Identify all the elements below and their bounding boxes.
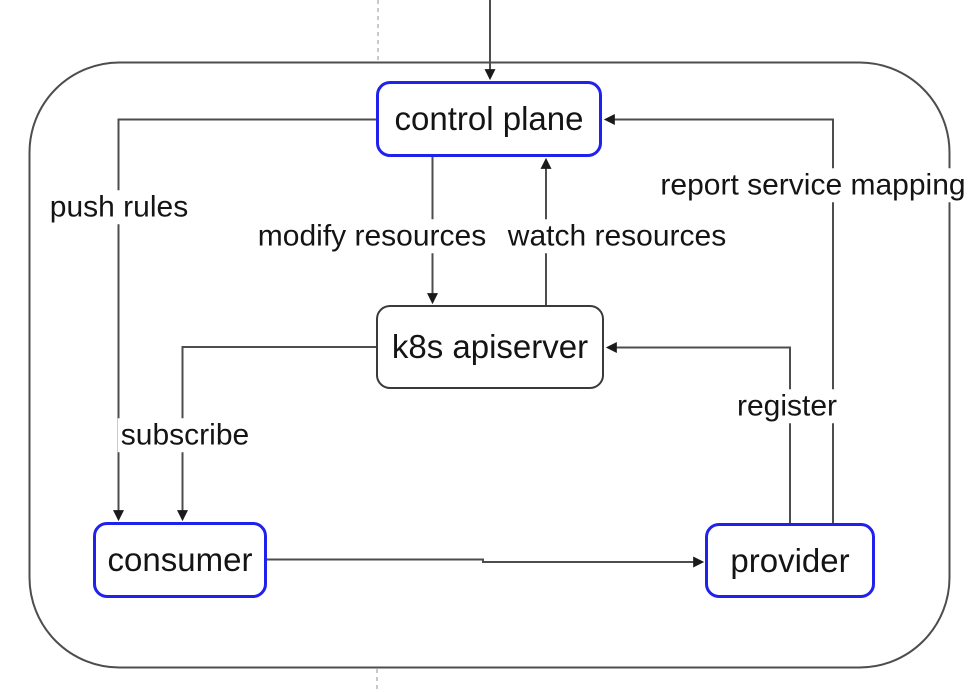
edge-label-modify-resources: modify resources xyxy=(254,219,490,253)
node-provider: provider xyxy=(705,523,875,598)
node-k8s-apiserver: k8s apiserver xyxy=(376,305,604,389)
edge-subscribe xyxy=(177,346,376,522)
edge-push-rules xyxy=(113,118,376,522)
node-consumer: consumer xyxy=(93,522,267,598)
edge-report-service-mapping xyxy=(603,114,834,523)
edge-label-watch-resources: watch resources xyxy=(504,219,730,253)
node-control-plane: control plane xyxy=(376,81,602,157)
edge-consumer-to-provider xyxy=(267,556,705,568)
edge-label-subscribe: subscribe xyxy=(117,418,253,452)
edge-label-report-service-mapping: report service mapping xyxy=(657,168,969,202)
edge-register xyxy=(605,342,791,523)
edge-label-register: register xyxy=(733,389,841,423)
edge-label-push-rules: push rules xyxy=(46,190,192,224)
